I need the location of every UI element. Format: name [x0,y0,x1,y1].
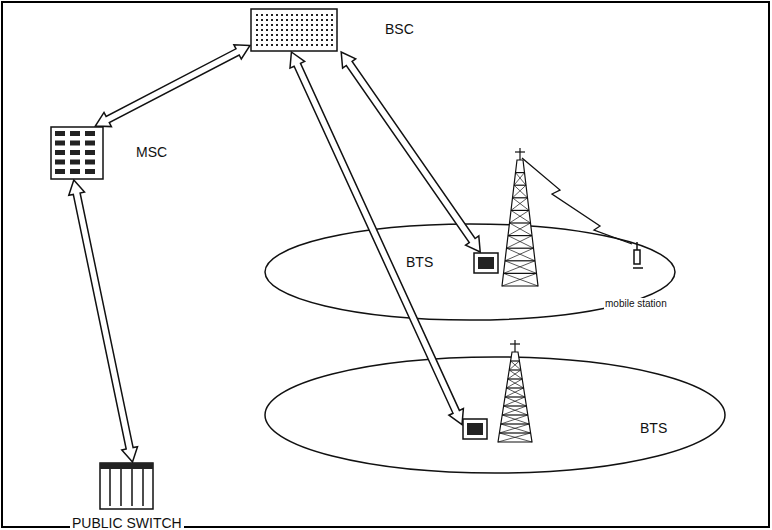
bsc-icon [250,8,338,52]
cell-bottom [265,357,725,473]
network-element: BTS [404,252,499,274]
switch-icon [99,462,154,510]
network-element: MSC [50,126,169,180]
network-element: BTS [462,418,669,440]
element-label: MSC [134,145,169,160]
mobile-station-figure [633,242,643,268]
link-arrow [290,52,463,425]
network-element: BSC [250,8,416,52]
element-label: PUBLIC SWITCH [70,516,184,530]
radio-link [522,158,632,244]
mobile-station-label: mobile station [604,298,668,309]
element-label: BSC [383,22,416,37]
antenna-towers [498,148,538,442]
msc-icon [50,126,104,180]
link-arrow [341,52,480,252]
link-arrow [95,45,250,127]
element-label: BTS [404,255,435,270]
link-arrow [69,180,138,462]
bts-icon [473,252,499,274]
network-element: PUBLIC SWITCH [70,462,184,530]
element-label: BTS [638,421,669,436]
bts-icon [462,418,488,440]
